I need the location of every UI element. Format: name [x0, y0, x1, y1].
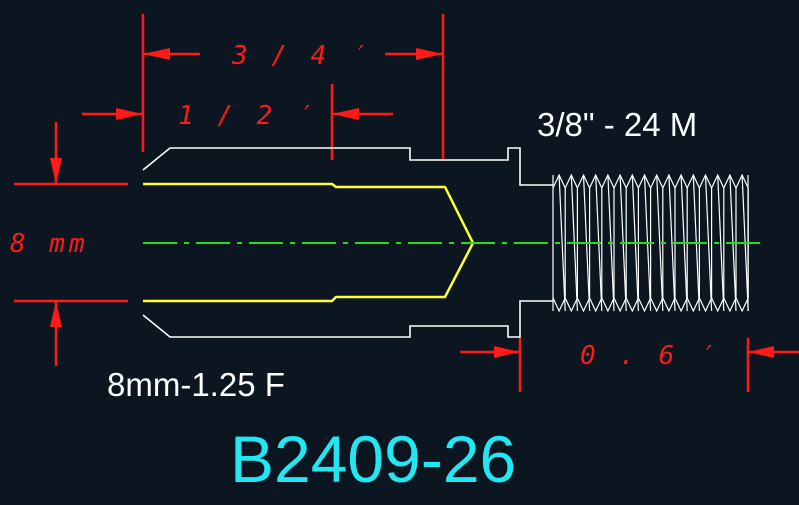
bore-depth-dim: 1 / 2 ′	[178, 101, 316, 131]
male-thread	[552, 173, 749, 313]
male-thread-callout: 3/8" - 24 M	[537, 106, 697, 143]
diameter-dim: 8 mm	[10, 229, 89, 259]
part-number: B2409-26	[230, 422, 516, 496]
part-outline	[142, 147, 553, 338]
overall-length-dim: 3 / 4 ′	[231, 41, 370, 71]
dimension-lines	[14, 14, 799, 392]
thread-length-dim: 0 . 6 ′	[580, 341, 718, 371]
female-thread-callout: 8mm-1.25 F	[107, 366, 285, 403]
